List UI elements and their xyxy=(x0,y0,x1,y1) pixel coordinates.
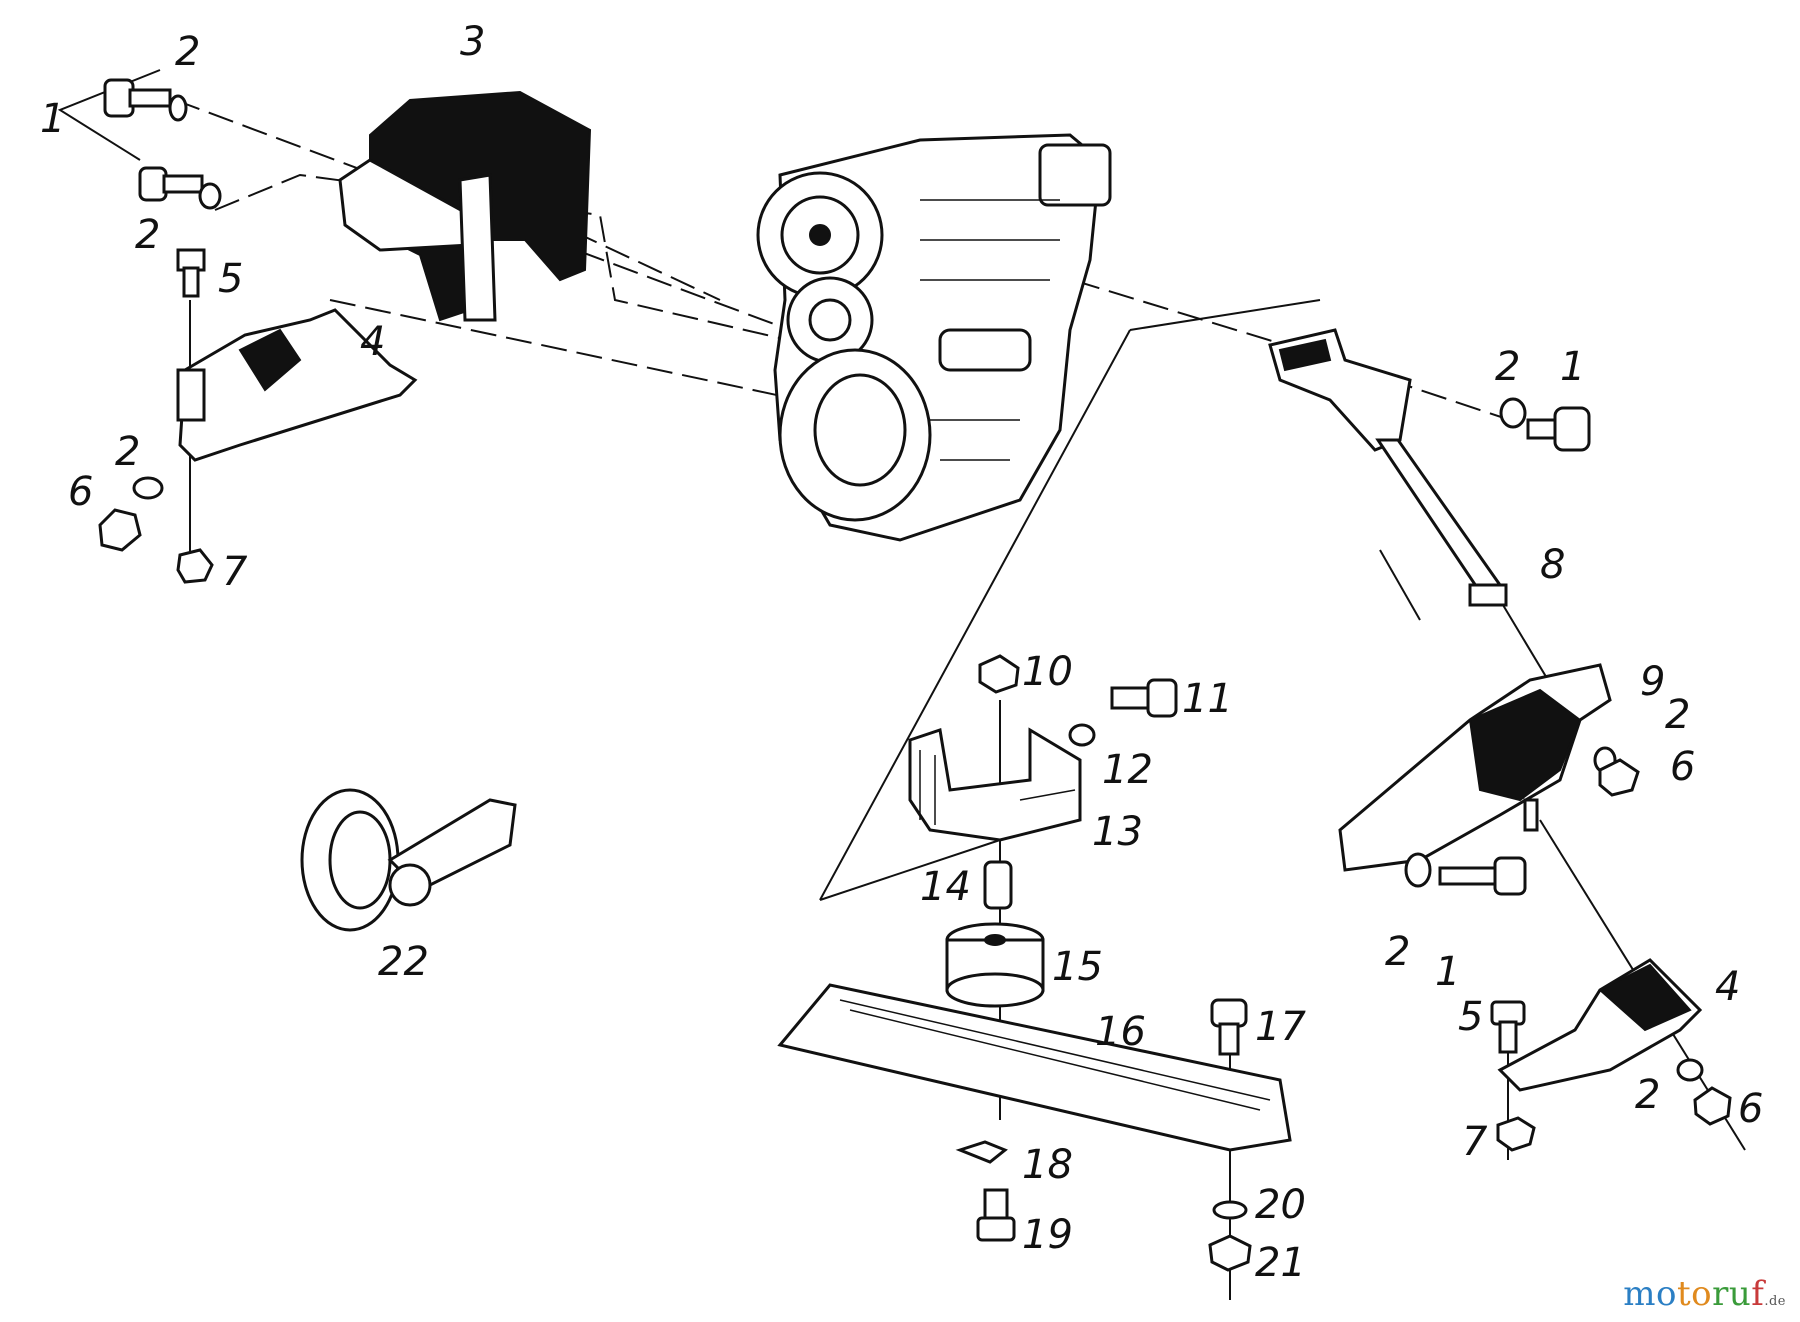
bolt-upper-b xyxy=(138,166,204,202)
bolt-center-11 xyxy=(1110,678,1178,718)
callout-2c: 2 xyxy=(115,429,140,475)
callout-22: 22 xyxy=(378,939,429,985)
washer-right-upper xyxy=(1499,397,1527,429)
callout-8: 8 xyxy=(1540,542,1565,588)
bolt-right-5 xyxy=(1490,1000,1526,1054)
washer-right-low xyxy=(1404,852,1432,888)
callout-14: 14 xyxy=(920,864,971,910)
callout-19: 19 xyxy=(1022,1212,1073,1258)
mount-bracket-right xyxy=(1497,958,1703,1092)
watermark-logo: motoruf.de xyxy=(1623,1274,1786,1314)
bolt-right-upper xyxy=(1526,406,1591,452)
callout-2f: 2 xyxy=(1385,929,1410,975)
rear-bracket-upper xyxy=(1268,328,1412,452)
rubber-buffer-15 xyxy=(945,922,1045,1008)
callout-1a: 1 xyxy=(40,96,65,142)
washer-center-12 xyxy=(1068,723,1096,747)
engine-mount-right xyxy=(1338,663,1612,872)
clip-18 xyxy=(955,1140,1008,1164)
nut-left-6 xyxy=(98,508,142,552)
callout-16: 16 xyxy=(1095,1009,1146,1055)
callout-2d: 2 xyxy=(1495,344,1520,390)
bolt-right-low xyxy=(1438,856,1527,896)
watermark-part-4: f xyxy=(1751,1274,1765,1314)
nut-right-7 xyxy=(1496,1116,1536,1152)
callout-15: 15 xyxy=(1052,944,1103,990)
nut-center-10 xyxy=(978,654,1020,694)
washer-right-2 xyxy=(1676,1058,1704,1082)
callout-5a: 5 xyxy=(218,256,243,302)
cross-member-16 xyxy=(777,983,1292,1152)
engine-block xyxy=(756,133,1112,542)
washer-upper-a xyxy=(168,94,188,122)
callout-6c: 6 xyxy=(1738,1086,1763,1132)
washer-20 xyxy=(1212,1200,1248,1220)
bolt-19 xyxy=(976,1188,1016,1242)
bolt-upper-a xyxy=(103,78,172,118)
callout-7b: 7 xyxy=(1462,1119,1488,1165)
callout-labels: 1 2 2 3 5 4 2 6 7 2 1 8 9 2 6 10 11 12 1… xyxy=(40,19,1763,1286)
callout-6b: 6 xyxy=(1670,744,1695,790)
engine-bracket-upper xyxy=(338,90,592,322)
callout-18: 18 xyxy=(1022,1142,1073,1188)
bolt-17 xyxy=(1210,998,1248,1056)
washer-upper-b xyxy=(198,182,222,210)
callout-13: 13 xyxy=(1092,809,1143,855)
callout-12: 12 xyxy=(1102,747,1153,793)
callout-2b: 2 xyxy=(135,212,160,258)
callout-4b: 4 xyxy=(1715,964,1740,1010)
watermark-part-2: to xyxy=(1676,1274,1713,1314)
callout-17: 17 xyxy=(1255,1004,1306,1050)
callout-7a: 7 xyxy=(222,549,248,595)
nut-21 xyxy=(1208,1234,1252,1272)
callout-11: 11 xyxy=(1182,676,1233,722)
bracket-center-13 xyxy=(908,727,1082,842)
callout-1b: 1 xyxy=(1560,344,1585,390)
watermark-suffix: .de xyxy=(1764,1294,1786,1309)
callout-4a: 4 xyxy=(360,319,385,365)
callout-20: 20 xyxy=(1255,1182,1306,1228)
washer-left xyxy=(132,476,164,500)
horn-22 xyxy=(300,788,517,932)
callout-10: 10 xyxy=(1022,649,1073,695)
callout-2g: 2 xyxy=(1635,1072,1660,1118)
watermark-part-3: ru xyxy=(1712,1274,1752,1314)
callout-2a: 2 xyxy=(175,29,200,75)
callout-21: 21 xyxy=(1255,1240,1306,1286)
nut-right-6 xyxy=(1693,1086,1732,1126)
callout-3: 3 xyxy=(460,19,485,65)
spacer-14 xyxy=(983,860,1013,910)
nut-left-7 xyxy=(176,548,214,584)
callout-6a: 6 xyxy=(68,469,93,515)
callout-1c: 1 xyxy=(1435,949,1460,995)
nut-right-mid xyxy=(1598,758,1640,797)
mount-bracket-left xyxy=(176,308,418,462)
callout-2e: 2 xyxy=(1665,692,1690,738)
tie-rod xyxy=(1375,438,1508,607)
callout-5b: 5 xyxy=(1458,994,1483,1040)
bolt-vertical-left xyxy=(176,248,206,298)
watermark-part-1: mo xyxy=(1623,1274,1677,1314)
callout-9: 9 xyxy=(1640,659,1665,705)
